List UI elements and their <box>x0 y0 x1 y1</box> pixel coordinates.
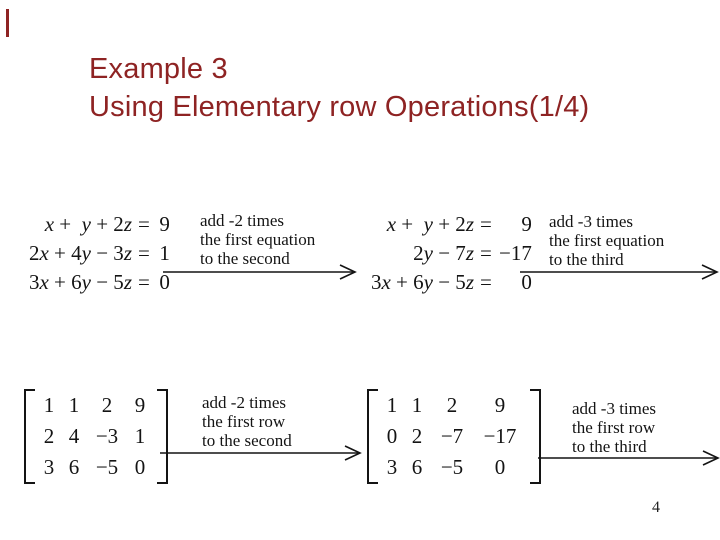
equation-rhs: 9 <box>521 212 532 236</box>
right-arrow <box>160 445 362 461</box>
matrix-cell: 9 <box>494 393 506 417</box>
operation-line: the first row <box>572 418 656 437</box>
equation-lhs: 2y − 7z <box>413 241 474 265</box>
matrix-right-bracket <box>530 389 541 484</box>
matrix-cell: −7 <box>440 424 464 448</box>
equals-sign: = <box>138 270 150 294</box>
equation-rhs: 9 <box>159 212 170 236</box>
equation-lhs: 3x + 6y − 5z <box>370 270 474 294</box>
operation-line: the first equation <box>200 230 316 249</box>
matrix-grid: 1 1 2 9 0 2 −7 −17 3 6 −5 0 <box>378 389 530 484</box>
matrix-cell: 0 <box>494 455 506 479</box>
matrix-left-bracket <box>367 389 378 484</box>
right-arrow <box>520 264 719 280</box>
operation-label-3: add -2 times the first row to the second <box>202 393 292 450</box>
equals-sign: = <box>138 241 150 265</box>
operation-line: the first equation <box>549 231 665 250</box>
page-number: 4 <box>652 499 660 516</box>
equation-system-original: x + y + 2z=9 2x + 4y − 3z=1 3x + 6y − 5z… <box>24 212 170 299</box>
operation-line: add -3 times <box>572 399 657 418</box>
matrix-cell: 0 <box>134 455 146 479</box>
matrix-cell: −17 <box>483 424 517 448</box>
equation-rhs: 0 <box>159 270 170 294</box>
equation-rhs: 1 <box>159 241 170 265</box>
title-line-1: Example 3 <box>89 53 228 85</box>
operation-line: to the third <box>572 437 647 456</box>
matrix-cell: −3 <box>95 424 119 448</box>
equation-rhs: −17 <box>499 241 532 265</box>
operation-line: to the second <box>202 431 292 450</box>
title-line-2: Using Elementary row Operations(1/4) <box>89 91 590 123</box>
matrix-cell: 1 <box>43 393 55 417</box>
matrix-cell: 0 <box>386 424 398 448</box>
matrix-cell: 1 <box>411 393 423 417</box>
matrix-cell: 2 <box>43 424 55 448</box>
equals-sign: = <box>480 241 492 265</box>
matrix-cell: −5 <box>95 455 119 479</box>
equals-sign: = <box>138 212 150 236</box>
operation-line: add -3 times <box>549 212 634 231</box>
operation-label-1: add -2 times the first equation to the s… <box>200 211 315 268</box>
augmented-matrix-2: 1 1 2 9 0 2 −7 −17 3 6 −5 0 <box>367 389 541 484</box>
equation-row: x + y + 2z= 9 <box>366 212 532 241</box>
matrix-cell: 2 <box>411 424 423 448</box>
operation-label-2: add -3 times the first equation to the t… <box>549 212 664 269</box>
equation-lhs: 3x + 6y − 5z <box>28 270 132 294</box>
matrix-cell: 6 <box>411 455 423 479</box>
equation-row: 2x + 4y − 3z= 1 <box>24 241 170 270</box>
right-arrow <box>163 264 357 280</box>
equation-system-after-op1: x + y + 2z=9 2y − 7z=−17 3x + 6y − 5z=0 <box>366 212 532 299</box>
matrix-cell: 1 <box>68 393 80 417</box>
equals-sign: = <box>480 212 492 236</box>
augmented-matrix-1: 1 1 2 9 2 4 −3 1 3 6 −5 0 <box>24 389 168 484</box>
equation-row: 3x + 6y − 5z= 0 <box>24 270 170 299</box>
equals-sign: = <box>480 270 492 294</box>
operation-label-4: add -3 times the first row to the third <box>572 399 656 456</box>
operation-line: the first row <box>202 412 286 431</box>
equation-rhs: 0 <box>521 270 532 294</box>
matrix-cell: 1 <box>134 424 146 448</box>
matrix-cell: 4 <box>68 424 80 448</box>
operation-line: to the third <box>549 250 624 269</box>
equation-row: 3x + 6y − 5z= 0 <box>366 270 532 299</box>
matrix-cell: 6 <box>68 455 80 479</box>
matrix-right-bracket <box>157 389 168 484</box>
equation-row: x + y + 2z= 9 <box>24 212 170 241</box>
right-arrow <box>538 450 720 466</box>
matrix-cell: 3 <box>43 455 55 479</box>
operation-line: to the second <box>200 249 290 268</box>
accent-bar <box>6 9 9 37</box>
operation-line: add -2 times <box>200 211 285 230</box>
matrix-cell: −5 <box>440 455 464 479</box>
matrix-left-bracket <box>24 389 35 484</box>
equation-lhs: x + y + 2z <box>44 212 132 236</box>
matrix-cell: 9 <box>134 393 146 417</box>
matrix-cell: 2 <box>101 393 113 417</box>
matrix-grid: 1 1 2 9 2 4 −3 1 3 6 −5 0 <box>35 389 157 484</box>
equation-lhs: x + y + 2z <box>386 212 474 236</box>
matrix-cell: 2 <box>446 393 458 417</box>
matrix-cell: 1 <box>386 393 398 417</box>
operation-line: add -2 times <box>202 393 287 412</box>
equation-lhs: 2x + 4y − 3z <box>28 241 132 265</box>
slide-title: Example 3 Using Elementary row Operation… <box>89 50 589 126</box>
equation-row: 2y − 7z= −17 <box>366 241 532 270</box>
matrix-cell: 3 <box>386 455 398 479</box>
